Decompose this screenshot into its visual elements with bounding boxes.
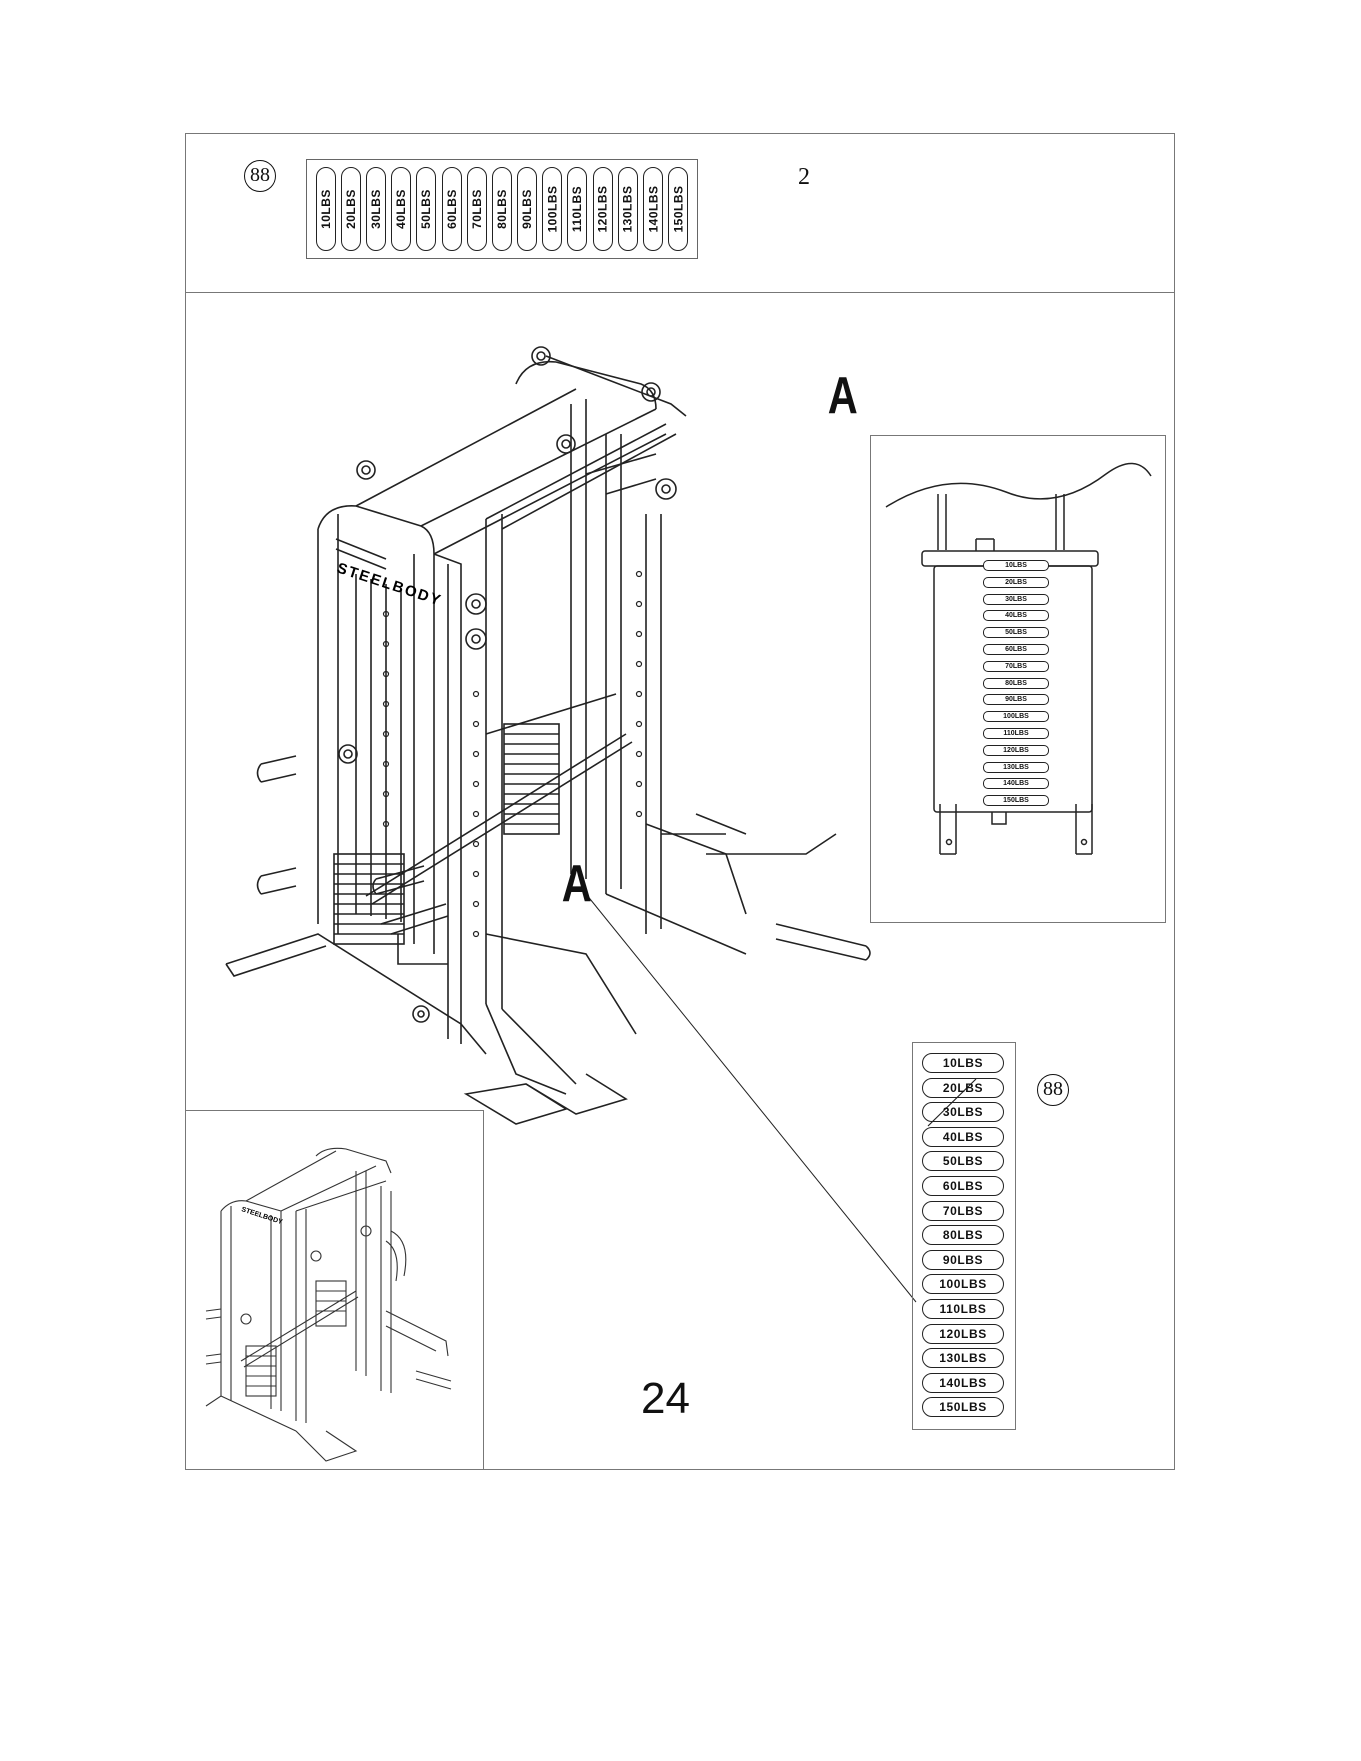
strip-weight-label: 150LBS (668, 167, 689, 251)
stack-plate-label: 70LBS (983, 660, 1049, 672)
strip-weight-label: 40LBS (391, 167, 412, 251)
strip-weight-label: 60LBS (441, 167, 462, 251)
stack-plate-label: 100LBS (983, 711, 1049, 723)
strip-weight-label: 120LBS (592, 167, 613, 251)
stack-plate-label: 80LBS (983, 677, 1049, 689)
stack-plate-label: 120LBS (983, 744, 1049, 756)
strip-weight-label: 100LBS (542, 167, 563, 251)
decal-weight-label: 100LBS (922, 1274, 1004, 1295)
strip-weight-label: 80LBS (491, 167, 512, 251)
decal-weight-label: 150LBS (922, 1397, 1004, 1418)
decal-weight-label: 80LBS (922, 1225, 1004, 1246)
strip-weight-label: 90LBS (517, 167, 538, 251)
strip-weight-label: 140LBS (643, 167, 664, 251)
detail-letter-callout: A (561, 855, 592, 913)
detail-view-box: 10LBS 20LBS 30LBS 40LBS 50LBS 60LBS 70LBS 80LBS… (870, 435, 1166, 923)
decal-weight-label: 70LBS (922, 1200, 1004, 1221)
decal-part-callout: 88 (1037, 1074, 1069, 1106)
stack-plate-label: 130LBS (983, 761, 1049, 773)
strip-weight-label: 30LBS (365, 167, 386, 251)
decal-weight-label: 20LBS (922, 1077, 1004, 1098)
stack-plate-label: 110LBS (983, 728, 1049, 739)
machine-illustration: STEELBODY (225, 346, 1152, 1303)
stack-plate-label: 150LBS (983, 795, 1049, 807)
strip-weight-label: 130LBS (617, 167, 638, 251)
stack-plate-label: 10LBS (983, 560, 1049, 571)
decal-weight-label: 60LBS (922, 1176, 1004, 1196)
detail-letter-top: A (827, 367, 858, 425)
part-quantity: 2 (798, 164, 810, 190)
thumbnail-box: STEELBODY (186, 1110, 484, 1470)
decal-weight-label: 140LBS (922, 1372, 1004, 1393)
strip-weight-label: 50LBS (416, 167, 437, 251)
stack-plate-label: 20LBS (983, 576, 1049, 588)
stack-plate-label: 60LBS (983, 644, 1049, 655)
strip-weight-label: 20LBS (340, 167, 361, 251)
brand-logo: STEELBODY (335, 560, 445, 610)
step-number: 24 (641, 1374, 690, 1423)
decal-weight-label: 10LBS (922, 1053, 1004, 1073)
stack-plate-label: 50LBS (983, 627, 1049, 639)
weight-decal-sheet: 10LBS 20LBS 30LBS 40LBS 50LBS 60LBS 70LBS 80LBS… (912, 1042, 1016, 1430)
stack-plate-label: 40LBS (983, 610, 1049, 622)
decal-weight-label: 40LBS (922, 1126, 1004, 1147)
decal-weight-label: 90LBS (922, 1249, 1004, 1270)
decal-weight-label: 130LBS (922, 1348, 1004, 1369)
decal-weight-label: 120LBS (922, 1323, 1004, 1344)
strip-weight-label: 10LBS (315, 167, 336, 251)
stack-plate-label: 30LBS (983, 593, 1049, 605)
part-callout: 88 (244, 160, 276, 192)
decal-weight-label: 110LBS (922, 1299, 1004, 1319)
stack-plate-label: 140LBS (983, 778, 1049, 790)
stack-plate-label: 90LBS (983, 694, 1049, 706)
thumbnail-brand: STEELBODY (240, 1206, 283, 1226)
decal-weight-label: 50LBS (922, 1151, 1004, 1172)
strip-weight-label: 70LBS (466, 167, 487, 251)
machine-thumbnail: STEELBODY (205, 1147, 452, 1462)
strip-weight-label: 110LBS (567, 167, 588, 251)
decal-weight-label: 30LBS (922, 1102, 1004, 1123)
